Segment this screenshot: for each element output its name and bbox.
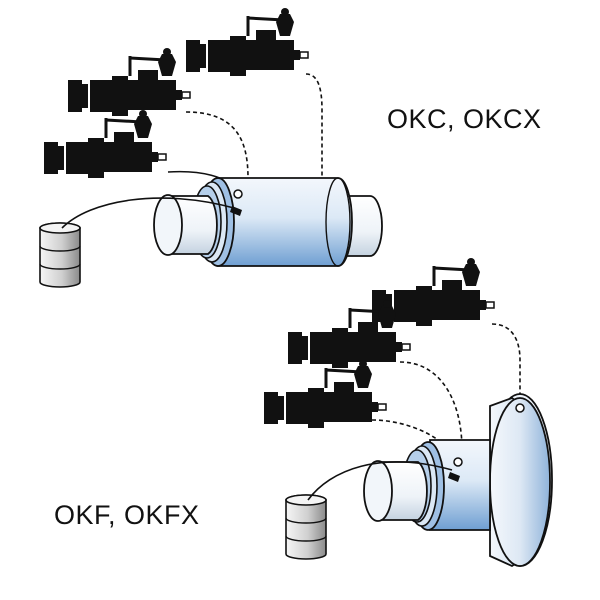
solid-hose: [307, 461, 453, 501]
bottom-coupling-group: [262, 256, 553, 568]
hydraulic-pump-icon: [66, 46, 192, 118]
top-coupling-group: [39, 6, 383, 288]
oil-drum-icon: [285, 494, 327, 560]
hydraulic-pump-icon: [42, 108, 168, 180]
hydraulic-pump-icon: [262, 358, 388, 430]
solid-hose: [61, 197, 235, 229]
hydraulic-pump-icon: [286, 298, 412, 370]
shaft-coupling-icon: [153, 177, 383, 267]
dashed-hose: [305, 73, 323, 178]
dashed-hose: [399, 361, 463, 451]
hydraulic-pump-icon: [184, 6, 310, 78]
dashed-hose: [491, 323, 521, 404]
shaft-coupling-icon: [363, 393, 553, 568]
bottom-group-label: OKF, OKFX: [54, 500, 200, 530]
top-group-label: OKC, OKCX: [387, 104, 542, 134]
oil-drum-icon: [39, 222, 81, 288]
dashed-hose: [185, 111, 249, 179]
